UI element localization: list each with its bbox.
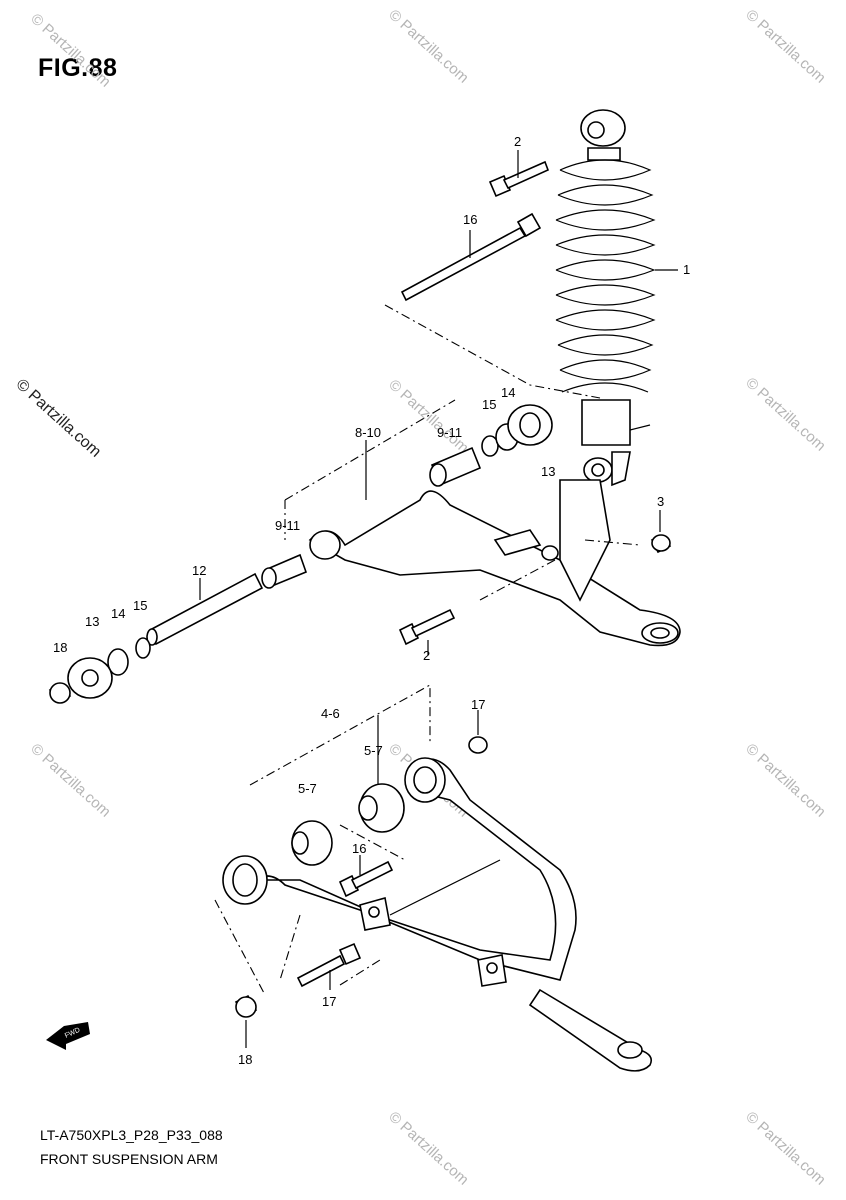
watermark: © Partzilla.com: [742, 740, 828, 820]
watermark-group: © Partzilla.com © Partzilla.com © Partzi…: [27, 6, 828, 1188]
callout-5-7-lower: 5-7: [298, 781, 317, 796]
callout-16-lower: 16: [352, 841, 366, 856]
callout-2-lower: 2: [423, 648, 430, 663]
callout-labels: 1 2 16 3 8-10 9-11 9-11 14 15 13 12 13 1…: [53, 134, 690, 1067]
pivot-shaft-12: [48, 572, 264, 704]
watermark: © Partzilla.com: [27, 740, 113, 820]
diagram-name: FRONT SUSPENSION ARM: [40, 1151, 218, 1167]
watermark: © Partzilla.com: [385, 376, 471, 456]
shock-absorber: [555, 109, 678, 487]
callout-9-11-lower: 9-11: [275, 518, 300, 533]
callout-14-upper: 14: [501, 385, 515, 400]
callout-2-upper: 2: [514, 134, 521, 149]
watermark: © Partzilla.com: [742, 1108, 828, 1188]
callout-16-upper: 16: [463, 212, 477, 227]
callout-4-6: 4-6: [321, 706, 340, 721]
callout-8-10: 8-10: [355, 425, 381, 440]
direction-badge: FWD: [46, 1022, 90, 1050]
callout-3: 3: [657, 494, 664, 509]
callout-14-lower: 14: [111, 606, 125, 621]
callout-15-upper: 15: [482, 397, 496, 412]
callout-18-upper: 18: [53, 640, 67, 655]
watermark: © Partzilla.com: [742, 374, 828, 454]
model-code: LT-A750XPL3_P28_P33_088: [40, 1127, 223, 1143]
lower-suspension-arm: [222, 757, 653, 1072]
bolt-2-upper: [488, 150, 550, 198]
upper-bushings: [261, 404, 553, 589]
lower-bushings: [214, 684, 488, 1048]
callout-15-lower: 15: [133, 598, 147, 613]
watermark: © Partzilla.com: [742, 6, 828, 86]
watermark: © Partzilla.com: [27, 10, 113, 90]
upper-suspension-arm: [284, 399, 681, 647]
watermark: © Partzilla.com: [385, 6, 471, 86]
callout-13-lower: 13: [85, 614, 99, 629]
bolt-2-lower: [398, 510, 672, 655]
figure-title: FIG.88: [38, 54, 118, 82]
watermark: © Partzilla.com: [385, 1108, 471, 1188]
callout-9-11-upper: 9-11: [437, 425, 462, 440]
callout-17-upper: 17: [471, 697, 485, 712]
callout-1: 1: [683, 262, 690, 277]
bolt-16-upper: [384, 212, 601, 399]
callout-18-lower: 18: [238, 1052, 252, 1067]
callout-13-upper: 13: [541, 464, 555, 479]
callout-17-lower: 17: [322, 994, 336, 1009]
callout-12: 12: [192, 563, 206, 578]
callout-5-7-upper: 5-7: [364, 743, 383, 758]
